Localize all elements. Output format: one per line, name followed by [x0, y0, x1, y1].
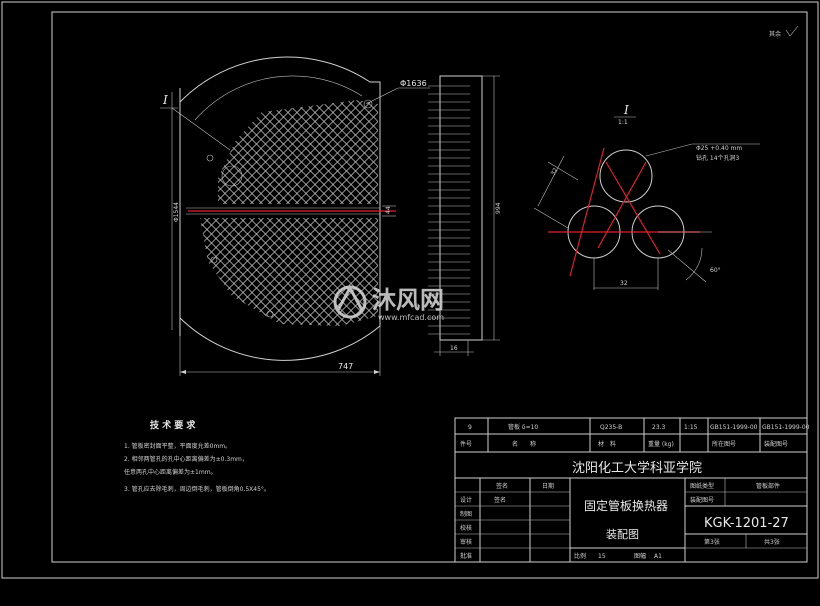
row-design: 设计	[460, 496, 472, 504]
pitch-horiz-dim: 32	[620, 280, 628, 287]
bom-table: 9 管板 δ=10 Q235-B 23.3 1:15 GB151-1999-00…	[454, 417, 810, 453]
drawing-type: 装配图	[606, 528, 639, 541]
scale-value: 15	[598, 553, 606, 560]
size-label: 图幅	[634, 552, 646, 560]
bom-header-weight: 重量 (kg)	[648, 440, 674, 448]
right-value-type: 管板部件	[756, 482, 780, 490]
school-name: 沈阳化工大学科亚学院	[572, 460, 702, 476]
detail-hole-top	[599, 149, 653, 203]
tube-hole-pattern-top	[218, 100, 378, 204]
watermark-logo-icon	[333, 284, 367, 319]
row-check: 校核	[460, 524, 472, 532]
pass-width-dim: 44	[385, 206, 392, 214]
size-value: A1	[654, 553, 662, 560]
tech-req-title: 技 术 要 求	[150, 419, 196, 431]
drawing-number: KGK-1201-27	[704, 516, 789, 531]
bom-item-ratio: 1:15	[684, 424, 698, 431]
diameter-dim: Φ1544	[173, 202, 180, 222]
watermark-brand: 沐风网	[372, 286, 444, 314]
detail-callout-I: I	[162, 93, 168, 107]
tech-req-line-3: 任意两孔中心距离偏差为±1mm。	[124, 468, 217, 476]
bom-header-name: 名 称	[512, 440, 536, 448]
row-approve: 批准	[460, 552, 472, 560]
tube-sheet-side-view: 994 16	[428, 75, 502, 356]
date-header: 日期	[542, 482, 554, 490]
watermark-url: www.mfcad.com	[378, 313, 444, 322]
bom-item-name: 管板 δ=10	[508, 423, 538, 431]
title-block: 沈阳化工大学科亚学院 签名 日期 设计 签名 制图 校核 审核 批准 固定管板换…	[454, 451, 808, 563]
bom-header-no: 件号	[460, 440, 472, 448]
height-dim: 994	[495, 202, 502, 214]
bom-header-drawing: 所在图号	[712, 440, 736, 448]
sign-header: 签名	[496, 482, 508, 490]
sheet-total: 共3张	[764, 538, 780, 546]
sheet-number: 第3张	[704, 538, 720, 546]
tech-req-line-2: 2. 相邻两管孔的孔中心距离偏差为±0.3mm，	[124, 455, 248, 463]
bom-header-assembly: 装配图号	[764, 440, 788, 448]
width-dim: 747	[338, 362, 353, 371]
tie-rod-hole	[221, 165, 243, 187]
bom-item-assembly: GB151-1999-00	[762, 424, 810, 431]
thickness-dim: 16	[450, 345, 458, 352]
technical-requirements: 技 术 要 求 1. 管板密封面平整，平面度允差0mm。 2. 相邻两管孔的孔中…	[124, 419, 270, 493]
detail-scale: 1:1	[618, 119, 628, 126]
detail-view-I: I 1:1 32 32 60° Φ25 +0.40 mm 钻孔 14个孔洞3	[533, 103, 760, 290]
bom-item-drawing: GB151-1999-00	[710, 424, 758, 431]
surface-finish-mark: 其余	[769, 25, 799, 38]
inner-frame	[51, 11, 808, 563]
scale-label: 比例	[574, 552, 586, 560]
outer-frame	[1, 1, 819, 579]
bolt-circle-dim: Φ1636	[400, 79, 427, 88]
hole-qty-note: 钻孔 14个孔洞3	[696, 154, 740, 162]
hole-dia-note: Φ25 +0.40 mm	[696, 145, 742, 152]
watermark: 沐风网 www.mfcad.com	[333, 284, 444, 322]
row-draw: 制图	[460, 510, 472, 518]
tube-sheet-front-view: I Φ1636 Φ1544 44 747	[160, 56, 430, 376]
tech-req-line-4: 3. 管孔应去除毛刺，周边倒毛刺，管板倒角0.5X45°。	[124, 485, 270, 493]
right-label-type: 图纸类型	[690, 482, 714, 490]
corner-mark-text: 其余	[769, 30, 781, 38]
right-label-assy: 装配图号	[690, 496, 714, 504]
bom-header-material: 材 料	[598, 440, 616, 448]
bom-item-no: 9	[468, 424, 472, 431]
bom-item-weight: 23.3	[652, 424, 666, 431]
pitch-diag-dim: 32	[550, 167, 560, 177]
row-review: 审核	[460, 538, 472, 546]
tube-hole-pattern-bottom	[200, 218, 378, 326]
designer-signature: 签名	[494, 496, 506, 504]
tech-req-line-1: 1. 管板密封面平整，平面度允差0mm。	[124, 442, 231, 450]
detail-label: I	[623, 103, 629, 117]
tube-sheet-outline	[179, 56, 381, 361]
angle-dim: 60°	[710, 267, 721, 274]
product-name: 固定管板换热器	[584, 498, 668, 513]
side-view-outline	[439, 75, 483, 341]
bom-item-material: Q235-B	[600, 424, 622, 431]
